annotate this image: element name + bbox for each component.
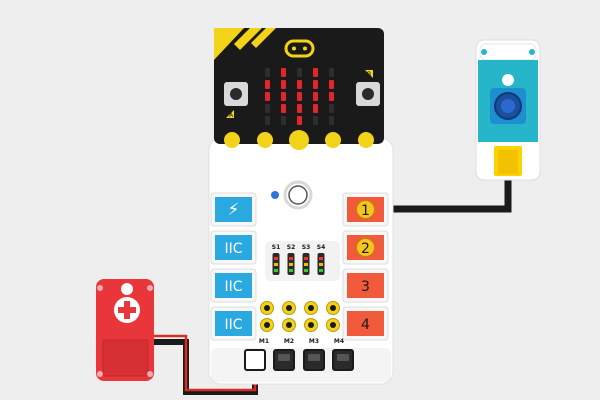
microbit-board: A B <box>214 28 384 150</box>
led <box>265 116 270 125</box>
potentiometer-module <box>475 39 541 181</box>
switch-label: S2 <box>287 244 296 251</box>
led <box>265 92 270 101</box>
power-indicator-led <box>271 191 279 199</box>
port-label: 2 <box>361 241 370 257</box>
led <box>329 92 334 101</box>
port-label: IIC <box>224 279 242 295</box>
motor-sockets: M1 M2 M3 M4 <box>259 301 344 345</box>
led <box>265 68 270 77</box>
led <box>281 104 286 113</box>
lightning-icon: ⚡ <box>228 200 240 220</box>
edge-pin <box>289 130 309 150</box>
led <box>329 68 334 77</box>
led <box>281 68 286 77</box>
led <box>329 116 334 125</box>
port-label: 4 <box>361 317 370 333</box>
led <box>297 68 302 77</box>
edge-pin <box>224 132 240 148</box>
microbit-corner-stripe <box>214 28 244 60</box>
led <box>297 92 302 101</box>
iic-port[interactable] <box>215 311 252 336</box>
switch-label: S1 <box>272 244 281 251</box>
sensor-wire <box>386 176 512 213</box>
led <box>281 80 286 89</box>
bottom-connectors <box>244 349 354 371</box>
led <box>313 104 318 113</box>
servo-port[interactable] <box>244 349 266 371</box>
led <box>297 104 302 113</box>
switch-label: S3 <box>302 244 311 251</box>
servo-motor <box>96 279 154 381</box>
io-port-4[interactable] <box>347 311 384 336</box>
io-port-3[interactable] <box>347 273 384 298</box>
sensor-logo-icon <box>502 74 514 86</box>
led <box>265 80 270 89</box>
microbit-logo <box>284 39 315 58</box>
edge-connector-pins <box>224 130 374 150</box>
edge-pin <box>358 132 374 148</box>
left-ports: ⚡ IIC IIC IIC <box>210 192 257 341</box>
led <box>329 80 334 89</box>
edge-pin <box>257 132 273 148</box>
servo-horn-cross-icon <box>118 301 136 319</box>
motor-label: M1 <box>259 338 269 345</box>
right-ports: 1 2 3 4 <box>342 192 389 341</box>
motor-label: M4 <box>334 338 344 345</box>
led <box>297 80 302 89</box>
led <box>265 104 270 113</box>
edge-pin <box>325 132 341 148</box>
expansion-board: S1 S2 S3 S4 M1 M2 M3 M4 ⚡ IIC IIC IIC 1 2 3 4 <box>208 137 394 385</box>
motor-label: M3 <box>309 338 319 345</box>
port-label: 1 <box>361 203 370 219</box>
led <box>297 116 302 125</box>
motor-label: M2 <box>284 338 294 345</box>
led <box>313 116 318 125</box>
led <box>313 68 318 77</box>
port-label: 3 <box>361 279 370 295</box>
button-a-label: A <box>229 112 234 119</box>
iic-port[interactable] <box>215 273 252 298</box>
switch-label: S4 <box>317 244 326 251</box>
dip-switches: S1 S2 S3 S4 <box>272 244 326 275</box>
led <box>313 92 318 101</box>
led <box>329 104 334 113</box>
port-label: IIC <box>224 317 242 333</box>
led <box>281 116 286 125</box>
led <box>281 92 286 101</box>
led-matrix <box>265 68 334 125</box>
button-b-label: B <box>367 71 371 78</box>
iic-port[interactable] <box>215 235 252 260</box>
led <box>313 80 318 89</box>
power-port[interactable] <box>215 197 252 222</box>
port-label: IIC <box>224 241 242 257</box>
